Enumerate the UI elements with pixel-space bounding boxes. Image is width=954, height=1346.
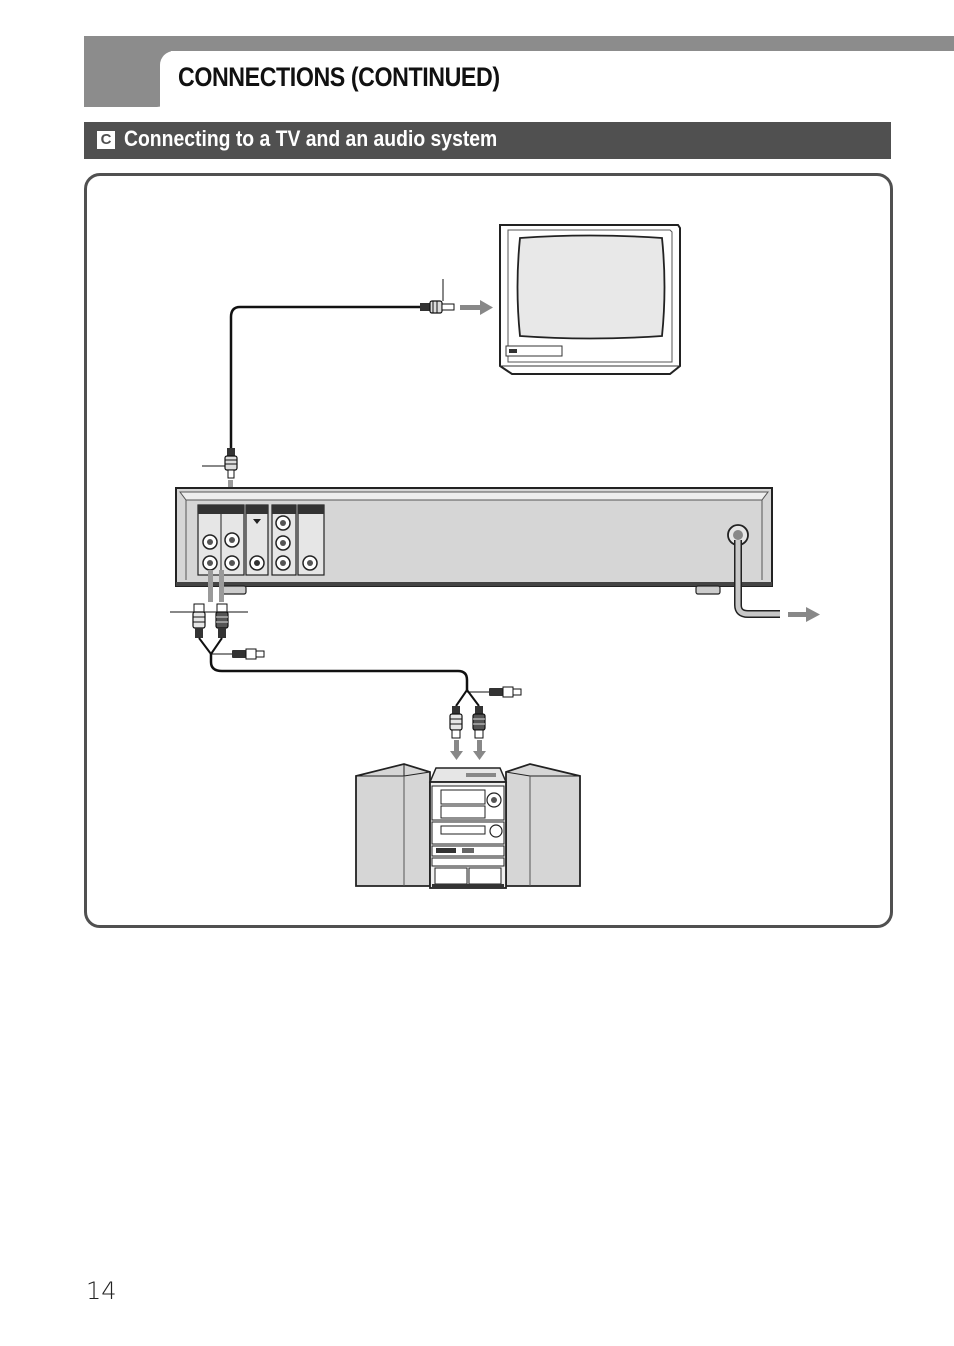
dvd-player-rear-panel <box>175 487 773 595</box>
page-number: 14 <box>86 1277 117 1305</box>
diagram-frame <box>84 173 893 928</box>
header-rule <box>84 36 954 51</box>
header-tab <box>84 36 171 107</box>
stereo-system-illustration <box>355 763 581 889</box>
arrow-to-tv-icon <box>460 300 493 315</box>
section-header <box>84 122 891 159</box>
page-title: CONNECTIONS (CONTINUED) <box>178 62 500 92</box>
tv-illustration <box>499 224 681 375</box>
section-title: Connecting to a TV and an audio system <box>124 126 498 151</box>
arrow-to-outlet-icon <box>788 607 820 622</box>
section-letter-badge: C <box>97 131 115 149</box>
audio-cable <box>170 570 522 760</box>
header-title-area <box>160 51 954 111</box>
power-cord <box>734 540 780 618</box>
